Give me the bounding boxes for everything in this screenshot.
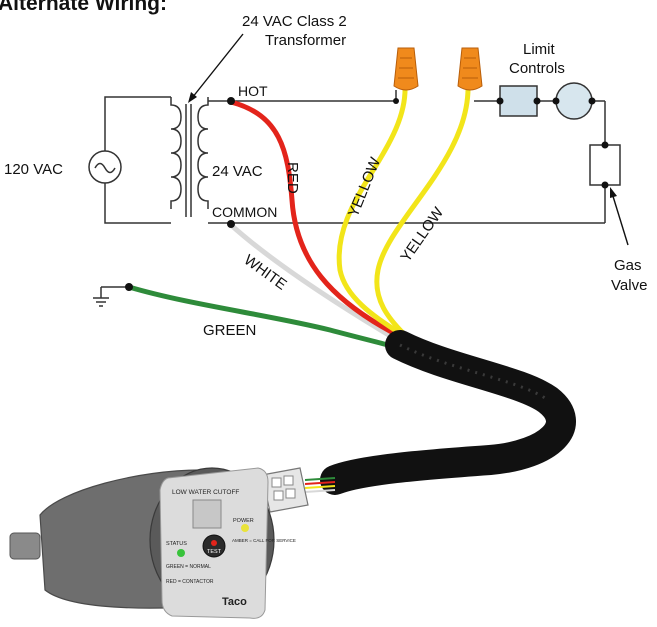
- power-led: [241, 524, 249, 532]
- white-wire: [228, 222, 400, 343]
- device-face-title: LOW WATER CUTOFF: [172, 489, 239, 496]
- wire-nut-right: [457, 47, 483, 91]
- connector-wires: [304, 477, 336, 493]
- yellow-wire-label-left: YELLOW: [345, 154, 384, 219]
- yellow-wire-left: [336, 82, 408, 337]
- red-wire-label: RED: [284, 162, 301, 194]
- status-led: [177, 549, 185, 557]
- transformer-symbol: [170, 97, 209, 217]
- limit-control-switch: [496, 85, 541, 117]
- terminal-dots: [125, 97, 399, 291]
- diagram-heading: Alternate Wiring:: [0, 0, 167, 15]
- primary-voltage-label: 120 VAC: [4, 161, 63, 178]
- device-power-label: POWER: [233, 518, 254, 524]
- transformer-leader-arrow: [188, 33, 244, 103]
- gas-valve-symbol: [589, 141, 621, 189]
- test-button-label: TEST: [207, 549, 222, 555]
- device-display-window: [192, 499, 222, 529]
- hot-terminal-label: HOT: [238, 83, 268, 99]
- ac-source-symbol: [88, 150, 122, 184]
- wire-connector-plug: [261, 467, 309, 513]
- device-status-label: STATUS: [166, 541, 187, 547]
- device-status-led-text: GREEN = NORMAL: [166, 564, 211, 570]
- transformer-title-line1: 24 VAC Class 2: [242, 13, 347, 30]
- secondary-voltage-label: 24 VAC: [212, 163, 263, 180]
- device-power-text: AMBER = CALL FOR SERVICE: [232, 538, 296, 543]
- device-brand-logo: Taco: [222, 596, 247, 608]
- low-water-cutoff-device: LOW WATER CUTOFF STATUS GREEN = NORMAL R…: [9, 467, 296, 619]
- common-terminal-label: COMMON: [212, 204, 277, 220]
- yellow-wire-right: [374, 82, 471, 337]
- gas-valve-label-line1: Gas: [614, 257, 642, 274]
- red-wire: [228, 99, 402, 339]
- ground-symbol: [93, 286, 129, 307]
- gas-valve-leader-arrow: [610, 187, 629, 246]
- wire-nut-left: [393, 47, 419, 91]
- gas-valve-label-line2: Valve: [611, 277, 647, 294]
- transformer-title-line2: Transformer: [265, 32, 346, 49]
- test-button[interactable]: TEST: [202, 534, 226, 558]
- limit-controls-label-line2: Controls: [509, 60, 565, 77]
- limit-control-round: [552, 82, 596, 120]
- cable-sheath: [320, 330, 576, 495]
- yellow-wire-label-right: YELLOW: [397, 204, 447, 266]
- green-wire: [126, 284, 398, 350]
- green-wire-label: GREEN: [203, 322, 256, 339]
- white-wire-label: WHITE: [241, 251, 290, 293]
- limit-controls-label-line1: Limit: [523, 41, 556, 58]
- cable-texture: [399, 343, 549, 402]
- device-fault-led-text: RED = CONTACTOR: [166, 579, 214, 585]
